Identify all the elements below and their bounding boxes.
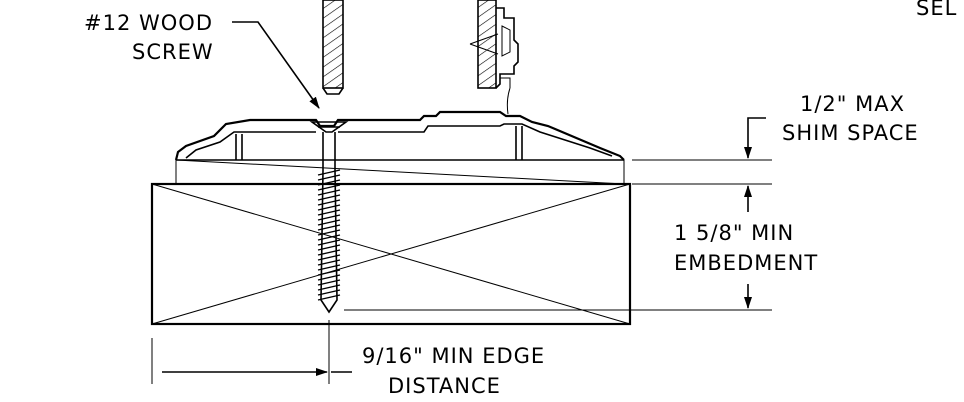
threshold-sill [174,110,625,185]
screw-thread [317,194,341,201]
shim-label-line1: 1/2" MAX [800,92,905,116]
screw-thread [317,214,341,221]
shim-label-line2: SHIM SPACE [782,121,919,145]
screw-thread [317,289,341,296]
sel-label: SEL [916,0,957,20]
edge-label-line2: DISTANCE [388,374,501,398]
shim-dimension [632,117,772,185]
screw-thread [317,169,341,176]
screw-thread [317,249,341,256]
screw-thread [317,264,341,271]
screw-thread [317,239,341,246]
screw-thread [317,174,341,181]
screw-thread [317,284,341,291]
embedment-label-line2: EMBEDMENT [674,251,818,275]
left-jamb [322,0,344,95]
screw-thread [317,219,341,226]
screw-thread [317,259,341,266]
screw-thread [317,229,341,236]
screw-thread [317,204,341,211]
screw-label-line1: #12 WOOD [84,11,213,35]
embedment-label-line1: 1 5/8" MIN [674,221,794,245]
screw-thread [317,294,341,301]
screw-thread [317,179,341,186]
wood-screw [309,121,349,314]
edge-distance-dimension [151,320,352,384]
screw-thread [317,274,341,281]
screw-leader [232,21,320,109]
screw-label-line2: SCREW [132,40,214,64]
embedment-dimension [344,185,772,311]
edge-label-line1: 9/16" MIN EDGE [362,344,545,368]
screw-thread [317,244,341,251]
screw-thread [317,279,341,286]
screw-thread [317,189,341,196]
screw-thread [317,199,341,206]
screw-thread [317,269,341,276]
screw-thread [317,184,341,191]
screw-thread [317,209,341,216]
screw-thread [317,224,341,231]
right-jamb [469,0,519,115]
screw-thread [317,234,341,241]
substrate-block [150,182,632,326]
screw-thread [317,254,341,261]
